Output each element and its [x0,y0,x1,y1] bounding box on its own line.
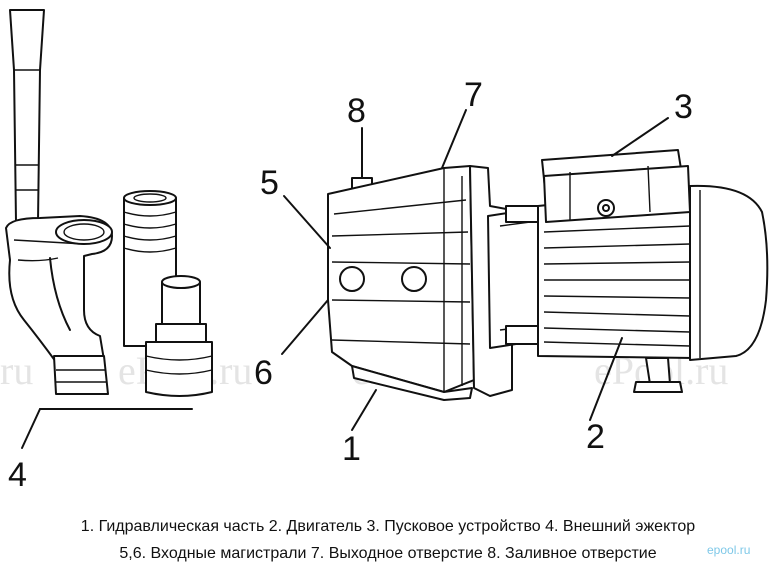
pump-body-drawing [327,149,769,401]
callout-3: 3 [674,88,693,126]
ejector-drawing [5,9,213,410]
callout-4: 4 [8,456,27,494]
watermark-1: ru [0,348,33,393]
pump-drawing: ru ePool.ru ePool.ru ePool.ru [0,9,769,494]
callout-2: 2 [586,418,605,456]
callout-6: 6 [254,354,273,392]
callout-7: 7 [464,76,483,114]
callout-1: 1 [342,430,361,468]
callout-8: 8 [347,92,366,130]
brand-watermark: epool.ru [707,543,751,557]
callout-5: 5 [260,164,279,202]
legend-line-1: 1. Гидравлическая часть 2. Двигатель 3. … [80,518,696,535]
leader-lines [21,109,669,449]
legend-line-2: 5,6. Входные магистрали 7. Выходное отве… [119,545,657,562]
